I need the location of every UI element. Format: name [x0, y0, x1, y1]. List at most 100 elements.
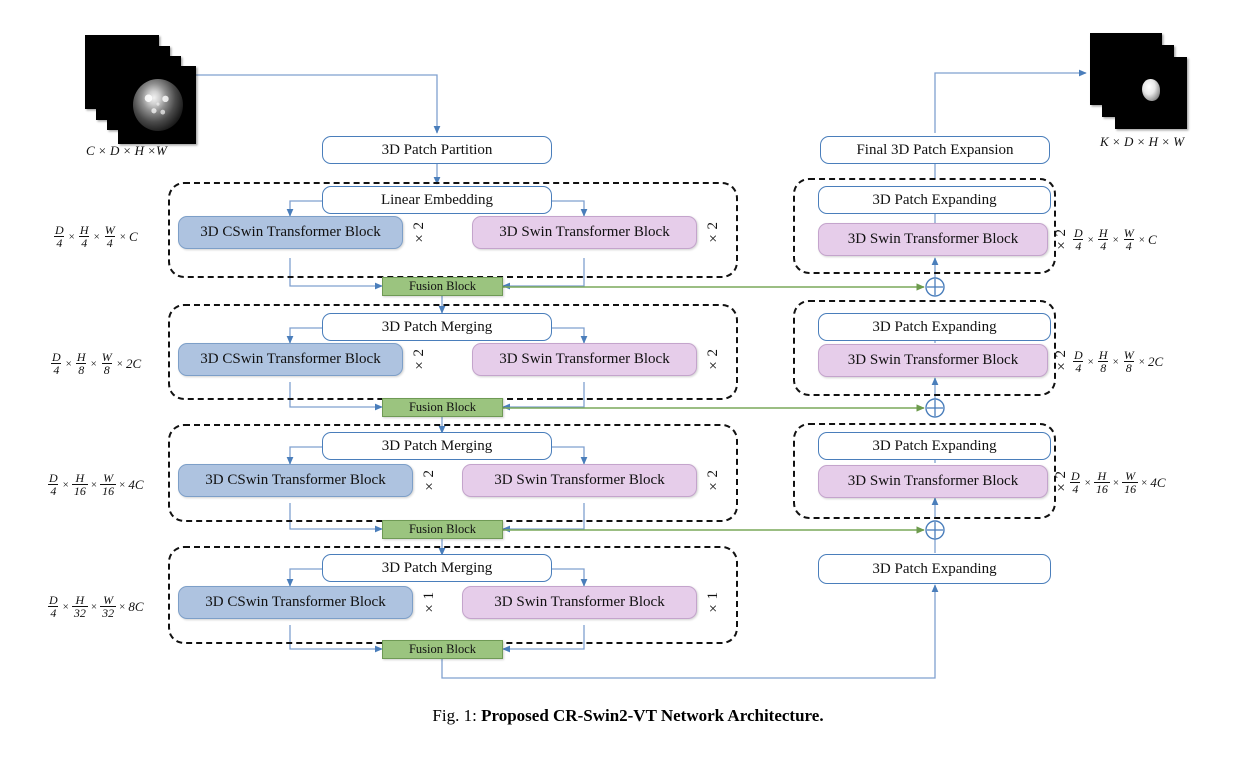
- decoder-stage-1-swin-block[interactable]: 3D Swin Transformer Block: [818, 223, 1048, 256]
- s1-chan: C: [129, 228, 138, 244]
- encoder-stage-4-cswin-block[interactable]: 3D CSwin Transformer Block: [178, 586, 413, 619]
- d1-H-den: 4: [1098, 239, 1109, 254]
- input-dimension-text: C × D × H ×W: [86, 143, 167, 158]
- box-final-3d-patch-expansion-label: Final 3D Patch Expansion: [856, 141, 1014, 158]
- decoder-stage-2-group: [793, 300, 1056, 396]
- s2-H-den: 8: [76, 363, 87, 378]
- s3-D-num: D: [49, 471, 58, 485]
- input-mri-volume: [85, 35, 215, 150]
- input-frame-front: [118, 66, 196, 144]
- encoder-stage-2-swin-block[interactable]: 3D Swin Transformer Block: [472, 343, 697, 376]
- decoder-stage-1-mult-text: ×2: [1053, 229, 1069, 253]
- decoder-stage-3-group: [793, 423, 1056, 519]
- s1-H-den: 4: [79, 236, 90, 251]
- encoder-stage-1-swin-block[interactable]: 3D Swin Transformer Block: [472, 216, 697, 249]
- s1-D-num: D: [55, 223, 64, 237]
- d2-D-num: D: [1074, 348, 1083, 362]
- d1-D-num: D: [1074, 226, 1083, 240]
- s4-W-den: 32: [100, 606, 117, 621]
- decoder-stage-3-expand-box[interactable]: 3D Patch Expanding: [818, 432, 1051, 460]
- encoder-stage-1-fusion-block[interactable]: Fusion Block: [382, 277, 503, 296]
- encoder-stage-3-fusion-block[interactable]: Fusion Block: [382, 520, 503, 539]
- encoder-stage-2-swin-mult-text: ×2: [705, 349, 721, 373]
- d1-H-num: H: [1098, 226, 1108, 240]
- d2-W-den: 8: [1123, 361, 1134, 376]
- s4-H-num: H: [75, 593, 85, 607]
- encoder-stage-3-fusion-label: Fusion Block: [408, 522, 477, 536]
- decoder-stage-3-swin-label: 3D Swin Transformer Block: [847, 473, 1019, 489]
- s3-D-den: 4: [48, 484, 59, 499]
- d2-chan: 2C: [1148, 353, 1164, 369]
- encoder-stage-2-swin-label: 3D Swin Transformer Block: [499, 351, 670, 367]
- s3-W-num: W: [103, 471, 114, 485]
- s2-D-den: 4: [51, 363, 62, 378]
- encoder-stage-1-swin-label: 3D Swin Transformer Block: [499, 224, 670, 240]
- decoder-stage-1-group: [793, 178, 1056, 274]
- encoder-stage-4-swin-mult-text: ×1: [705, 592, 721, 616]
- encoder-stage-4-swin-mult: ×1: [705, 592, 722, 616]
- encoder-stage-1-top-box[interactable]: Linear Embedding: [322, 186, 552, 214]
- d1-chan: C: [1148, 231, 1157, 247]
- s4-D-num: D: [49, 593, 58, 607]
- encoder-stage-2-cswin-mult: ×2: [411, 349, 428, 373]
- decoder-stage-1-expand-box[interactable]: 3D Patch Expanding: [818, 186, 1051, 214]
- decoder-stage-3-swin-block[interactable]: 3D Swin Transformer Block: [818, 465, 1048, 498]
- box-3d-patch-partition-label: 3D Patch Partition: [381, 141, 493, 158]
- d3-H-den: 16: [1093, 482, 1110, 497]
- s2-D-num: D: [52, 350, 61, 364]
- box-3d-patch-partition[interactable]: 3D Patch Partition: [322, 136, 552, 164]
- encoder-stage-2-cswin-block[interactable]: 3D CSwin Transformer Block: [178, 343, 403, 376]
- s1-D-den: 4: [54, 236, 65, 251]
- s1-W-den: 4: [104, 236, 115, 251]
- s2-W-num: W: [101, 350, 112, 364]
- decoder-stage-2-swin-block[interactable]: 3D Swin Transformer Block: [818, 344, 1048, 377]
- s3-H-num: H: [75, 471, 85, 485]
- encoder-stage-4-fusion-block[interactable]: Fusion Block: [382, 640, 503, 659]
- encoder-stage-3-top-box[interactable]: 3D Patch Merging: [322, 432, 552, 460]
- output-frame-front: [1115, 57, 1187, 129]
- encoder-stage-3-cswin-block[interactable]: 3D CSwin Transformer Block: [178, 464, 413, 497]
- d2-H-den: 8: [1098, 361, 1109, 376]
- encoder-stage-2-top-box[interactable]: 3D Patch Merging: [322, 313, 552, 341]
- s4-D-den: 4: [48, 606, 59, 621]
- encoder-stage-3-swin-block[interactable]: 3D Swin Transformer Block: [462, 464, 697, 497]
- d2-D-den: 4: [1073, 361, 1084, 376]
- encoder-stage-4-cswin-label: 3D CSwin Transformer Block: [205, 594, 386, 610]
- s4-W-num: W: [103, 593, 114, 607]
- encoder-stage-1-cswin-block[interactable]: 3D CSwin Transformer Block: [178, 216, 403, 249]
- encoder-stage-3-cswin-mult-text: ×2: [421, 470, 437, 494]
- d3-D-den: 4: [1070, 482, 1081, 497]
- encoder-stage-1-cswin-mult-text: ×2: [411, 222, 427, 246]
- s2-chan: 2C: [126, 355, 142, 371]
- encoder-stage-3-cswin-mult: ×2: [421, 470, 438, 494]
- encoder-stage-1-fusion-label: Fusion Block: [408, 279, 477, 293]
- s4-chan: 8C: [128, 598, 144, 614]
- d3-W-num: W: [1125, 469, 1136, 483]
- encoder-stage-2-fusion-block[interactable]: Fusion Block: [382, 398, 503, 417]
- d1-W-den: 4: [1123, 239, 1134, 254]
- decoder-stage-2-mult-text: ×2: [1053, 350, 1069, 374]
- encoder-stage-4-top-box[interactable]: 3D Patch Merging: [322, 554, 552, 582]
- encoder-stage-4-swin-block[interactable]: 3D Swin Transformer Block: [462, 586, 697, 619]
- encoder-stage-1-swin-mult: ×2: [705, 222, 722, 246]
- decoder-stage-2-expand-box[interactable]: 3D Patch Expanding: [818, 313, 1051, 341]
- d2-H-num: H: [1098, 348, 1108, 362]
- s2-H-num: H: [76, 350, 86, 364]
- decoder-stage-3-mult-text: ×2: [1053, 471, 1069, 495]
- box-final-3d-patch-expansion[interactable]: Final 3D Patch Expansion: [820, 136, 1050, 164]
- decoder-stage-4-expand-box[interactable]: 3D Patch Expanding: [818, 554, 1051, 584]
- encoder-stage-3-swin-mult: ×2: [705, 470, 722, 494]
- encoder-stage-2-top-label: 3D Patch Merging: [381, 318, 493, 335]
- encoder-stage-3-cswin-label: 3D CSwin Transformer Block: [205, 472, 386, 488]
- decoder-stage-4-expand-label: 3D Patch Expanding: [872, 560, 997, 577]
- decoder-stage-3-expand-label: 3D Patch Expanding: [872, 437, 997, 454]
- s3-W-den: 16: [100, 484, 117, 499]
- encoder-stage-1-swin-mult-text: ×2: [705, 222, 721, 246]
- d2-W-num: W: [1123, 348, 1134, 362]
- encoder-stage-2-fusion-label: Fusion Block: [408, 400, 477, 414]
- figure-caption-number: Fig. 1:: [432, 706, 477, 725]
